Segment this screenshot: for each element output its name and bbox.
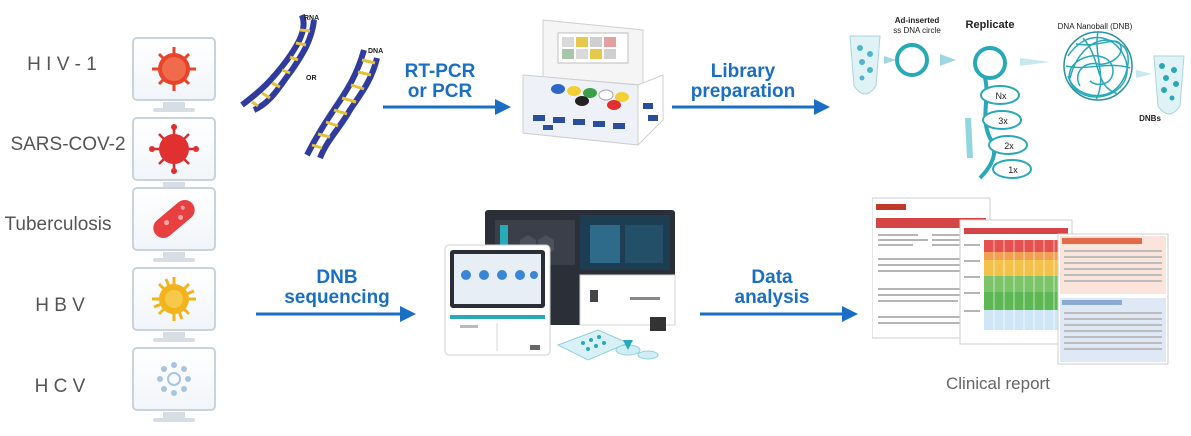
- monitor-hiv: [132, 37, 216, 112]
- reagent-kit-icon: [522, 19, 664, 146]
- clinical-report-icon: [872, 197, 1169, 365]
- bacteria-tb-icon: [153, 200, 195, 238]
- arrow-rt-pcr: [383, 99, 511, 115]
- cycle-2x-label: 2x: [1004, 141, 1014, 151]
- dna-label: DNA: [368, 48, 384, 55]
- dnbs-label: DNBs: [1139, 114, 1161, 123]
- dna-rna-illustration: [240, 13, 380, 160]
- pathogen-label-tb: Tuberculosis: [4, 214, 112, 235]
- virus-hiv-icon: [152, 47, 196, 91]
- library-prep-label: Library preparation: [668, 62, 818, 102]
- monitor-sars: [132, 117, 216, 192]
- rna-label: RNA: [304, 15, 320, 22]
- virus-sars-icon: [149, 124, 199, 174]
- monitor-tb: [132, 187, 216, 262]
- dnb-tube-icon: [1153, 55, 1185, 115]
- data-analysis-line2: analysis: [734, 287, 810, 308]
- dnb-process-illustration: [849, 31, 1185, 180]
- ss-dna-circle-icon: [895, 43, 929, 77]
- ad-inserted-line1: Ad-inserted: [894, 16, 940, 25]
- ad-inserted-label: Ad-inserted ss DNA circle: [872, 16, 962, 36]
- pathogen-monitors: [132, 37, 216, 422]
- rt-pcr-line1: RT-PCR: [404, 61, 476, 82]
- pathogen-label-hiv: H I V - 1: [27, 54, 97, 75]
- data-analysis-label: Data analysis: [712, 268, 832, 308]
- monitor-hcv: [132, 347, 216, 422]
- virus-hbv-icon: [152, 277, 196, 321]
- or-label: OR: [306, 75, 317, 82]
- monitor-hbv: [132, 267, 216, 342]
- arrow-data-analysis: [700, 306, 858, 322]
- cycle-nx-label: Nx: [995, 91, 1007, 101]
- rna-helix-icon: [240, 13, 317, 113]
- sequencer-instrument-icon: [444, 210, 676, 361]
- library-prep-line2: preparation: [690, 81, 796, 102]
- dna-nanoball-icon: [1063, 31, 1133, 101]
- pathogen-label-hcv: H C V: [34, 376, 86, 397]
- dnb-sequencing-line1: DNB: [316, 267, 358, 288]
- library-prep-line1: Library: [710, 61, 776, 82]
- dnb-sequencing-label: DNB sequencing: [272, 268, 402, 308]
- dna-double-helix-icon: [304, 49, 380, 160]
- pathogen-label-hbv: H B V: [35, 295, 85, 316]
- rt-pcr-label: RT-PCR or PCR: [385, 62, 495, 102]
- replicate-circle-icon: [973, 46, 1007, 80]
- sample-tube-icon: [849, 35, 881, 95]
- replicate-label: Replicate: [965, 19, 1015, 31]
- dnb-label: DNA Nanoball (DNB): [1057, 22, 1133, 31]
- cycle-3x-label: 3x: [998, 116, 1008, 126]
- rt-pcr-line2: or PCR: [407, 81, 473, 102]
- clinical-report-caption: Clinical report: [946, 374, 1050, 393]
- ss-dna-circle-label: ss DNA circle: [893, 26, 941, 35]
- data-analysis-line1: Data: [751, 267, 793, 288]
- virus-hcv-icon: [157, 362, 191, 396]
- pathogen-label-sars: SARS-COV-2: [10, 134, 126, 155]
- dnb-sequencing-line2: sequencing: [284, 287, 390, 308]
- arrow-dnb-sequencing: [256, 306, 416, 322]
- arrow-library-prep: [672, 99, 830, 115]
- cycle-1x-label: 1x: [1008, 165, 1018, 175]
